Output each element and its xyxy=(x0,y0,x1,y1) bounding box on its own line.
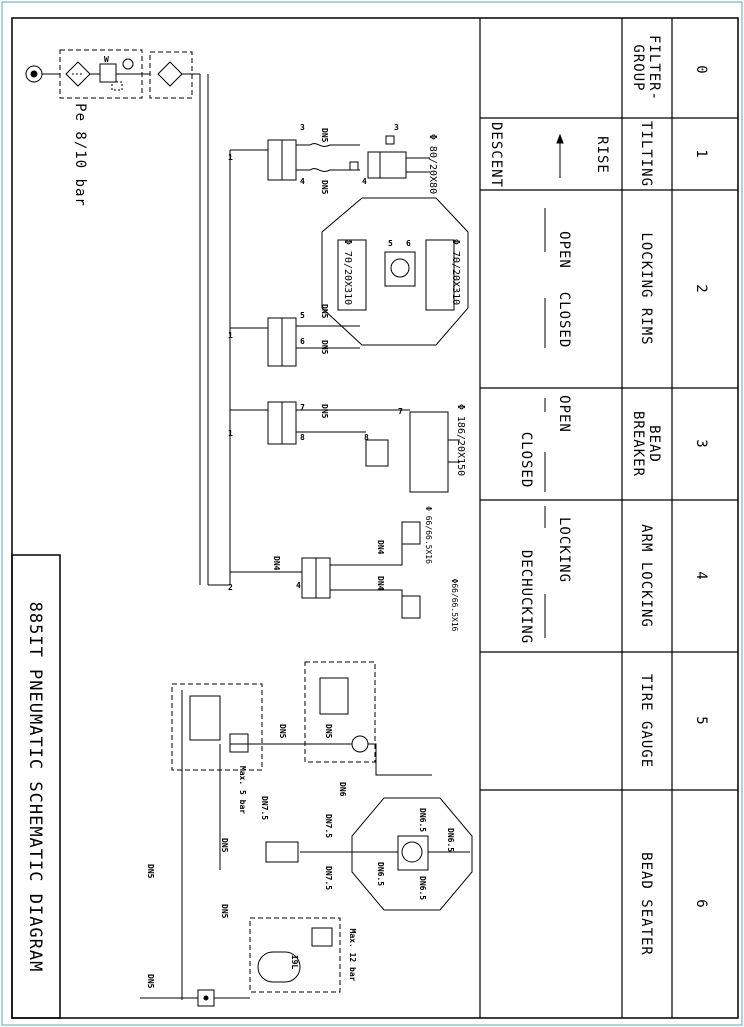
bead-breaker-valve xyxy=(267,401,410,445)
column-header-3: 3 BEAD BREAKER xyxy=(630,411,709,477)
pipe-label-dn4: DN4 xyxy=(376,540,385,555)
column-name: TIRE GAUGE xyxy=(638,674,654,768)
port-number: 4 xyxy=(362,177,367,186)
pipe-label-dn5: DN5 xyxy=(146,974,155,989)
action-closed: CLOSED xyxy=(556,292,572,349)
column-name: BEAD xyxy=(646,425,662,463)
pipe-label-dn5: DN5 xyxy=(146,864,155,879)
port-number: 1 xyxy=(228,429,233,438)
diagram-title: 885IT PNEUMATIC SCHEMATIC DIAGRAM xyxy=(25,602,45,973)
column-header-2: 2 LOCKING RIMS xyxy=(638,232,709,345)
tilting-cylinder-size: Φ 80/20X80 xyxy=(427,134,438,194)
pipe-label-dn6-5: DN6.5 xyxy=(446,828,455,852)
bead-breaker-cylinder xyxy=(365,411,460,493)
port-number: 6 xyxy=(406,239,411,248)
column-header-0: 0 FILTER- GROUP xyxy=(630,35,709,101)
port-number: 5 xyxy=(300,311,305,320)
supply-pressure: Pe 8/10 bar xyxy=(72,103,88,207)
port-number: 4 xyxy=(296,581,301,590)
pipe-label-dn4: DN4 xyxy=(272,556,281,571)
pipe-label-dn5: DN5 xyxy=(320,180,329,195)
action-open: OPEN xyxy=(556,395,572,433)
port-number: 2 xyxy=(228,583,233,592)
column-name: TILTING xyxy=(638,121,654,187)
column-number: 6 xyxy=(693,899,709,908)
column-number: 4 xyxy=(693,571,709,580)
column-name: BEAD SEATER xyxy=(638,852,654,956)
port-number: 7 xyxy=(300,403,305,412)
column-name: LOCKING RIMS xyxy=(638,232,654,345)
column-header-5: 5 TIRE GAUGE xyxy=(638,674,709,768)
column-header-6: 6 BEAD SEATER xyxy=(638,852,709,956)
pipe-label-dn5: DN5 xyxy=(320,404,329,419)
bead-seater-octagon xyxy=(265,797,473,911)
port-number: 8 xyxy=(364,433,369,442)
bead-breaker-cylinder-size: Φ 186/20X150 xyxy=(455,404,466,476)
action-descent: DESCENT xyxy=(488,122,504,188)
pipe-label-dn6-5: DN6.5 xyxy=(418,876,427,900)
arm-locking-cylinder-size: Φ66/66.5X16 xyxy=(450,579,459,632)
pipe-label-dn5: DN5 xyxy=(320,340,329,355)
locking-rims-valve xyxy=(267,317,360,367)
pipe-label-dn6-5: DN6.5 xyxy=(376,862,385,886)
action-open: OPEN xyxy=(556,231,572,269)
column-name: BREAKER xyxy=(630,411,646,477)
port-number: 5 xyxy=(388,239,393,248)
locking-rims-cylinder-size: Φ 70/20X310 xyxy=(342,239,353,305)
column-header-4: 4 ARM LOCKING xyxy=(638,524,709,628)
pipe-label-dn6-5: DN6.5 xyxy=(418,808,427,832)
port-number: 4 xyxy=(300,177,305,186)
port-number: 1 xyxy=(228,331,233,340)
pipe-label-dn5: DN5 xyxy=(320,128,329,143)
column-name: GROUP xyxy=(630,44,646,91)
column-number: 3 xyxy=(693,439,709,448)
pipe-label-dn5: DN5 xyxy=(220,904,229,919)
action-labels xyxy=(544,133,564,638)
filter-group xyxy=(25,49,200,99)
gauge-max-pressure: Max. 5 bar xyxy=(238,766,247,814)
port-number: 1 xyxy=(228,153,233,162)
action-dechucking: DECHUCKING xyxy=(518,550,534,644)
tilting-valve xyxy=(267,139,360,181)
tank-volume: 19L xyxy=(290,955,299,970)
column-name: FILTER- xyxy=(646,35,662,101)
tilting-cylinder xyxy=(349,135,430,179)
column-number: 1 xyxy=(693,149,709,158)
pipe-label-dn5: DN5 xyxy=(324,724,333,739)
action-rise: RISE xyxy=(594,136,610,174)
port-number: 6 xyxy=(300,337,305,346)
column-header-1: 1 TILTING xyxy=(638,121,709,187)
w-mark: W xyxy=(104,55,109,64)
column-name: ARM LOCKING xyxy=(638,524,654,628)
action-locking: LOCKING xyxy=(556,517,572,583)
main-supply-lines xyxy=(199,74,268,586)
pipe-label-dn5: DN5 xyxy=(278,724,287,739)
regulator-group xyxy=(171,683,263,1000)
pipe-label-dn7-5: DN7.5 xyxy=(324,814,333,838)
column-number: 2 xyxy=(693,284,709,293)
action-closed: CLOSED xyxy=(518,432,534,489)
column-number: 5 xyxy=(693,716,709,725)
tank-max-pressure: Max. 12 bar xyxy=(348,929,357,982)
title-block: 885IT PNEUMATIC SCHEMATIC DIAGRAM xyxy=(11,554,61,1019)
pipe-label-dn7-5: DN7.5 xyxy=(260,796,269,820)
air-tank xyxy=(140,917,341,1007)
arm-locking-valve xyxy=(230,521,421,619)
arm-locking-cylinder-size: Φ 66/66.5X16 xyxy=(424,506,433,564)
pipe-label-dn4: DN4 xyxy=(376,576,385,591)
port-number: 7 xyxy=(398,407,403,416)
column-number: 0 xyxy=(693,65,709,74)
port-number: 3 xyxy=(300,123,305,132)
pipe-label-dn7-5: DN7.5 xyxy=(324,866,333,890)
port-number: 8 xyxy=(300,433,305,442)
tire-gauge-group xyxy=(230,661,432,776)
locking-rims-cylinder-size: Φ 70/20X310 xyxy=(450,239,461,305)
port-number: 3 xyxy=(394,123,399,132)
locking-rims-octagon xyxy=(321,197,469,346)
pipe-label-dn5: DN5 xyxy=(220,838,229,853)
pipe-label-dn6: DN6 xyxy=(338,782,347,797)
pipe-label-dn5: DN5 xyxy=(320,304,329,319)
